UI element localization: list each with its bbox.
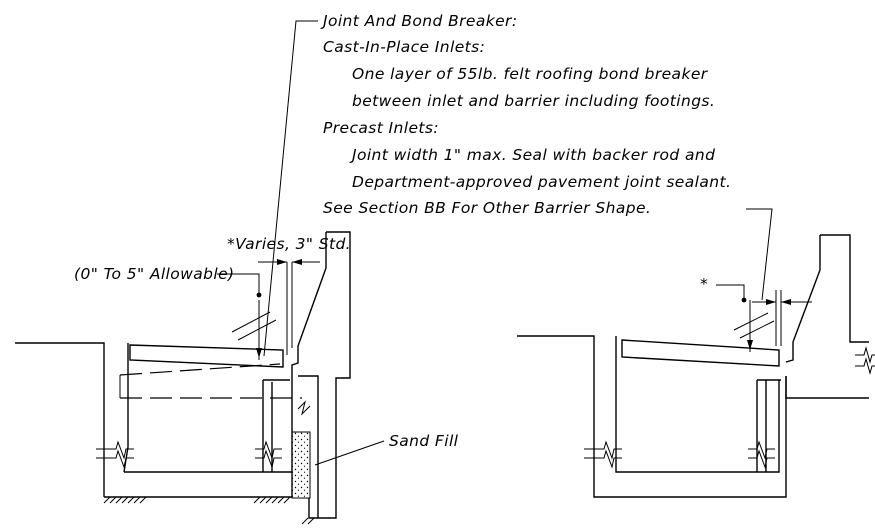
precast-line-1: Joint width 1" max. Seal with backer rod… — [349, 146, 715, 164]
leader-lines — [217, 20, 773, 466]
cast-in-place-heading: Cast-In-Place Inlets: — [323, 38, 485, 56]
cast-in-place-line-2: between inlet and barrier including foot… — [352, 92, 715, 110]
varies-dimension-note: *Varies, 3" Std. — [227, 235, 351, 253]
right-precast-detail — [517, 234, 875, 498]
left-cast-in-place-detail — [15, 231, 351, 525]
section-bb-reference: See Section BB For Other Barrier Shape. — [323, 199, 651, 217]
cast-in-place-line-1: One layer of 55lb. felt roofing bond bre… — [352, 65, 709, 83]
allowable-range-note: (0" To 5" Allowable) — [74, 265, 234, 283]
precast-heading: Precast Inlets: — [323, 119, 439, 137]
precast-line-2: Department-approved pavement joint seala… — [352, 173, 731, 191]
joint-bond-breaker-heading: Joint And Bond Breaker: — [320, 12, 517, 30]
asterisk-note: * — [700, 275, 708, 293]
sand-fill-label: Sand Fill — [389, 432, 459, 450]
